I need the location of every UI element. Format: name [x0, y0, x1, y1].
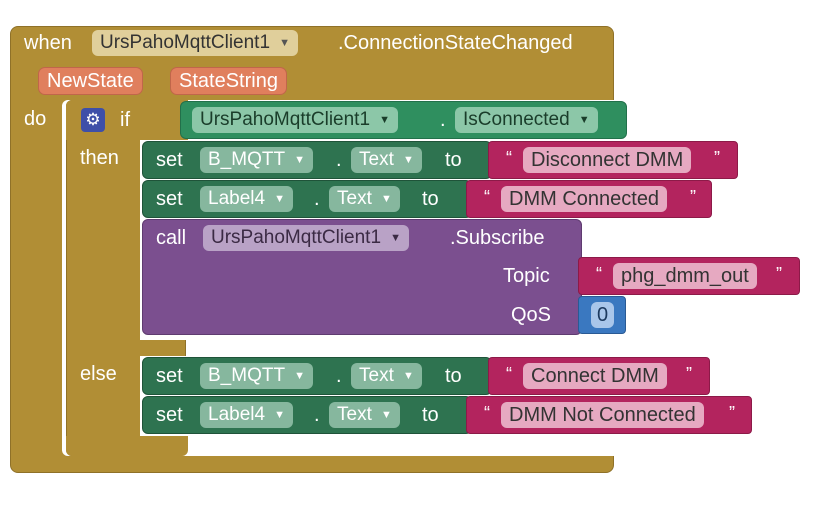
chevron-down-icon: ▼	[274, 409, 286, 421]
call-method-name: .Subscribe	[450, 227, 545, 249]
topic-label: Topic	[503, 265, 550, 287]
qos-value[interactable]: 0	[591, 302, 615, 328]
set-component-name: Label4	[208, 188, 266, 209]
condition-property-name: IsConnected	[463, 109, 570, 130]
else-label: else	[80, 363, 117, 385]
set-property-dropdown[interactable]: Text ▼	[351, 147, 422, 173]
set-dot: .	[336, 149, 342, 171]
open-quote: “	[596, 264, 602, 284]
to-label: to	[445, 365, 462, 387]
if-label: if	[120, 109, 130, 131]
close-quote: ”	[714, 148, 720, 168]
set-component-dropdown[interactable]: Label4 ▼	[200, 402, 294, 428]
chevron-down-icon: ▼	[379, 114, 391, 126]
call-label: call	[156, 227, 187, 249]
condition-property-dropdown[interactable]: IsConnected ▼	[455, 107, 598, 133]
set-block-bmqtt-text-else[interactable]	[142, 357, 492, 395]
open-quote: “	[484, 187, 490, 207]
set-component-name: Label4	[208, 404, 266, 425]
event-name: .ConnectionStateChanged	[338, 32, 573, 54]
open-quote: “	[484, 403, 490, 423]
close-quote: ”	[729, 403, 735, 423]
condition-component-dropdown[interactable]: UrsPahoMqttClient1 ▼	[192, 107, 399, 133]
chevron-down-icon: ▼	[402, 370, 414, 382]
event-component-dropdown[interactable]: UrsPahoMqttClient1 ▼	[92, 30, 299, 56]
chevron-down-icon: ▼	[294, 370, 306, 382]
text-value[interactable]: DMM Connected	[501, 186, 668, 212]
call-component-name: UrsPahoMqttClient1	[211, 227, 382, 248]
param-statestring[interactable]: StateString	[170, 67, 287, 95]
set-component-dropdown[interactable]: Label4 ▼	[200, 186, 294, 212]
text-value[interactable]: Disconnect DMM	[523, 147, 692, 173]
text-value[interactable]: Connect DMM	[523, 363, 667, 389]
open-quote: “	[506, 364, 512, 384]
gear-icon[interactable]: ⚙	[81, 108, 105, 132]
close-quote: ”	[776, 264, 782, 284]
set-block-label4-text-else[interactable]	[142, 396, 472, 434]
set-label: set	[156, 149, 183, 171]
chevron-down-icon: ▼	[294, 154, 306, 166]
set-property-dropdown[interactable]: Text ▼	[329, 402, 400, 428]
chevron-down-icon: ▼	[578, 114, 590, 126]
chevron-down-icon: ▼	[279, 37, 291, 49]
set-property-name: Text	[337, 188, 372, 209]
call-component-dropdown[interactable]: UrsPahoMqttClient1 ▼	[203, 225, 410, 251]
qos-label: QoS	[511, 304, 552, 326]
to-label: to	[445, 149, 462, 171]
do-label: do	[24, 108, 47, 130]
open-quote: “	[506, 148, 512, 168]
condition-dot: .	[440, 109, 446, 131]
when-label: when	[24, 32, 72, 54]
set-label: set	[156, 365, 183, 387]
set-property-dropdown[interactable]: Text ▼	[329, 186, 400, 212]
condition-component-name: UrsPahoMqttClient1	[200, 109, 371, 130]
param-newstate[interactable]: NewState	[38, 67, 143, 95]
close-quote: ”	[686, 364, 692, 384]
chevron-down-icon: ▼	[274, 193, 286, 205]
set-component-name: B_MQTT	[208, 365, 286, 386]
set-dot: .	[336, 365, 342, 387]
to-label: to	[422, 404, 439, 426]
set-component-dropdown[interactable]: B_MQTT ▼	[200, 147, 314, 173]
chevron-down-icon: ▼	[380, 193, 392, 205]
if-footer-bar	[66, 436, 188, 456]
set-block-label4-text[interactable]	[142, 180, 472, 218]
set-dot: .	[314, 404, 320, 426]
then-label: then	[80, 147, 119, 169]
set-label: set	[156, 188, 183, 210]
set-property-name: Text	[359, 365, 394, 386]
chevron-down-icon: ▼	[402, 154, 414, 166]
set-property-name: Text	[359, 149, 394, 170]
set-dot: .	[314, 188, 320, 210]
topic-value[interactable]: phg_dmm_out	[613, 263, 757, 289]
event-component-name: UrsPahoMqttClient1	[100, 32, 271, 53]
text-value[interactable]: DMM Not Connected	[501, 402, 704, 428]
chevron-down-icon: ▼	[390, 232, 402, 244]
set-property-name: Text	[337, 404, 372, 425]
chevron-down-icon: ▼	[380, 409, 392, 421]
close-quote: ”	[690, 187, 696, 207]
set-block-bmqtt-text[interactable]	[142, 141, 492, 179]
set-property-dropdown[interactable]: Text ▼	[351, 363, 422, 389]
set-label: set	[156, 404, 183, 426]
to-label: to	[422, 188, 439, 210]
set-component-name: B_MQTT	[208, 149, 286, 170]
set-component-dropdown[interactable]: B_MQTT ▼	[200, 363, 314, 389]
